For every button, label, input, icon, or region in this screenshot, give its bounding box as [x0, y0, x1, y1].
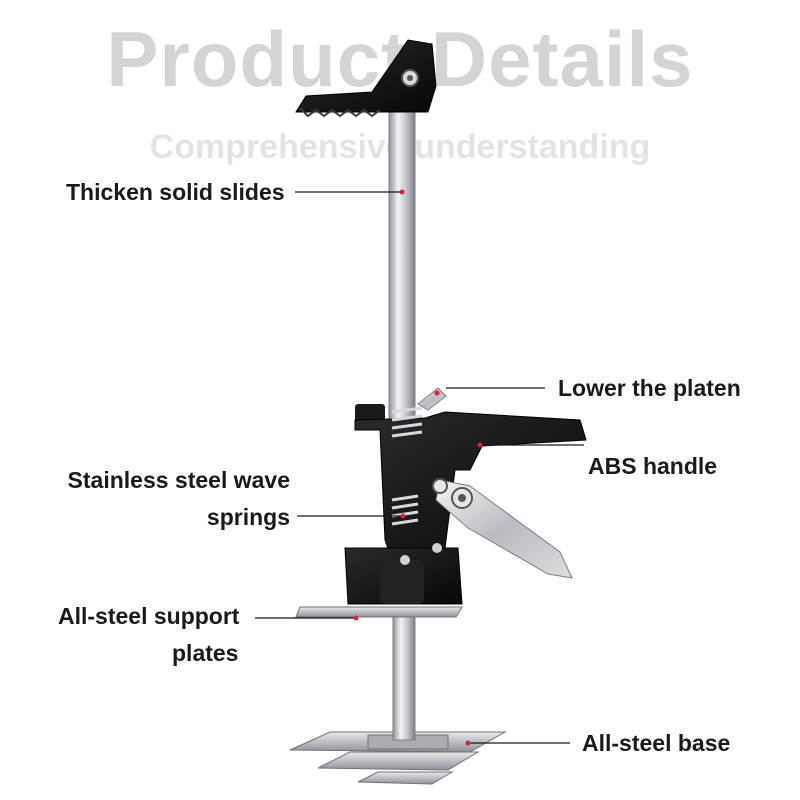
- marker-handle: [477, 442, 483, 448]
- callout-springs-line1: Stainless steel wave: [67, 467, 290, 493]
- callout-lower-platen: Lower the platen: [558, 375, 741, 401]
- wave-springs: [391, 406, 423, 526]
- callout-base: All-steel base: [582, 730, 731, 756]
- marker-plates: [353, 615, 359, 621]
- marker-lower: [434, 390, 440, 396]
- callout-markers: [353, 189, 483, 746]
- marker-slides: [399, 189, 405, 195]
- slide-column: [388, 107, 416, 439]
- callout-slides: Thicken solid slides: [66, 179, 285, 205]
- marker-springs: [400, 513, 406, 519]
- marker-base: [465, 740, 471, 746]
- lower-platen-lever: [417, 387, 447, 411]
- top-cap: [295, 39, 437, 118]
- callout-lines: [255, 191, 584, 744]
- callout-plates-line2: plates: [172, 640, 239, 666]
- steel-base: [289, 731, 507, 785]
- black-body: [344, 404, 587, 605]
- callout-plates-line1: All-steel support: [58, 603, 240, 629]
- callout-springs-line2: springs: [206, 504, 290, 530]
- support-plate: [295, 606, 463, 618]
- callout-abs-handle: ABS handle: [588, 453, 718, 479]
- lever-arm: [432, 478, 573, 579]
- lower-column: [392, 614, 416, 741]
